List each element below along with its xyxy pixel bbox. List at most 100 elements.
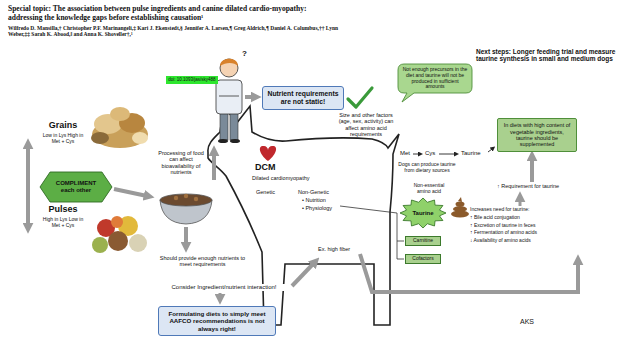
box-text: Formulating diets to simply meet AAFCO r…: [163, 310, 271, 331]
note-text: ↑ Requirement for taurine: [497, 183, 559, 189]
pathway-arrow: [439, 154, 455, 155]
note-text: Non-essential amino acid: [410, 183, 448, 195]
flow-arrow: [360, 254, 578, 292]
box-text: COMPLIMENT each other: [51, 180, 101, 194]
feces-icon: [458, 197, 462, 202]
amino-acid-name: Taurine: [461, 150, 481, 157]
star-burst: Taurine: [400, 198, 446, 228]
key-message-box: Formulating diets to simply meet AAFCO r…: [158, 306, 276, 336]
pathway-arrow: [488, 149, 492, 152]
box-text: Nutrient requirements are not static!: [267, 90, 339, 106]
disease-name: DCM: [255, 162, 276, 172]
title-text: Special topic: The association between p…: [8, 5, 340, 22]
pulse-pile: [92, 216, 147, 253]
flow-arrow: [212, 153, 216, 180]
note-text: Should provide enough nutrients to meet …: [155, 255, 250, 268]
heart-icon: [260, 146, 276, 161]
list-heading: Increases need for taurine:: [470, 207, 529, 213]
key-message-box: Nutrient requirements are not static!: [262, 86, 344, 110]
next-steps-note: Next steps: Longer feeding trial and mea…: [476, 48, 624, 63]
flow-arrow: [28, 97, 578, 297]
flow-arrow: [114, 189, 147, 196]
bracket-line: [397, 213, 398, 259]
list-item: ↓ Availability of amino acids: [470, 238, 531, 244]
flow-arrow: [219, 293, 222, 297]
grain-pile: [110, 107, 130, 121]
person-figure: [216, 59, 242, 143]
food-bowl: [174, 196, 178, 200]
flow-arrow: [184, 227, 188, 245]
speech-callout-outline: [398, 64, 472, 102]
factor-name: Genetic: [256, 189, 275, 195]
person-figure: [220, 59, 238, 77]
grain-pile: [91, 132, 109, 144]
list-item: ↑ Bile acid conjugation: [470, 215, 520, 221]
grain-pile: [91, 107, 148, 148]
note-text: Ex. high fiber: [318, 246, 350, 252]
flow-arrow: [519, 199, 522, 206]
pulse-pile: [92, 237, 108, 253]
group-heading: Grains: [38, 120, 88, 130]
bracket-line: [397, 241, 404, 242]
doi-tag: doi: 10.1093/jas/sky488: [166, 76, 218, 84]
factor-name: Non-Genetic: [298, 189, 329, 195]
food-bowl: [160, 194, 212, 224]
question-mark: ?: [242, 49, 247, 58]
note-text: Processing of food can affect bioavailab…: [156, 150, 206, 175]
food-bowl: [194, 197, 198, 201]
flow-arrow: [26, 146, 30, 226]
box-text: Not enough precursors in the diet and ta…: [402, 67, 468, 90]
nutrient-note: High in Lys Low in Met + Cys: [38, 217, 88, 229]
bracket-line: [340, 206, 397, 213]
person-figure: [230, 139, 240, 143]
note-text: Dogs can produce taurine from dietary so…: [398, 162, 456, 174]
feces-icon: [453, 206, 467, 212]
amino-acid-name: Cys: [425, 150, 435, 157]
pulse-pile: [108, 231, 128, 251]
person-figure: [216, 80, 242, 114]
star-burst-outline: [400, 198, 446, 228]
author-list: Wilfredo D. Mansilla,† Christopher P.F. …: [8, 25, 340, 38]
group-heading: Pulses: [38, 204, 88, 214]
factor-item: • Physiology: [302, 205, 332, 211]
person-figure: [230, 112, 238, 140]
box-text: Taurine: [408, 210, 438, 217]
list-item: ↑ Fermentation of amino acids: [470, 230, 537, 236]
flow-arrow: [530, 158, 534, 182]
box-text: In diets with high content of vegetable …: [501, 122, 573, 147]
recommendation-box: In diets with high content of vegetable …: [497, 118, 577, 152]
note-text: Consider Ingredient/nutrient interaction…: [158, 284, 290, 291]
flow-arrow: [245, 95, 254, 99]
person-figure: [219, 96, 239, 97]
person-figure: [220, 112, 228, 140]
bracket-line: [397, 259, 404, 260]
factor-box: Carnitine: [405, 236, 441, 246]
factor-box: Cofactors: [405, 254, 441, 264]
speech-callout: Not enough precursors in the diet and ta…: [398, 64, 472, 93]
person-figure: [218, 139, 228, 143]
person-figure: [220, 59, 238, 66]
feces-icon: [451, 197, 469, 218]
hexagon-box: COMPLIMENT each other: [40, 172, 112, 202]
pulse-pile: [111, 216, 123, 228]
amino-acid-name: Met: [400, 150, 410, 157]
grain-pile: [132, 132, 148, 144]
nutrient-note: Low in Lys High in Met + Cys: [38, 133, 88, 145]
factor-item: • Nutrition: [302, 197, 326, 203]
food-bowl: [160, 194, 212, 206]
signature: AKS: [520, 318, 534, 326]
pulse-pile: [129, 234, 147, 252]
box-text: doi: 10.1093/jas/sky488: [168, 77, 216, 82]
box-text: Carnitine: [408, 238, 438, 244]
food-bowl: [184, 194, 188, 198]
hexagon-box-outline: [40, 172, 112, 202]
flow-arrow: [292, 263, 314, 286]
pathway-arrow: [413, 154, 419, 155]
disease-name: Dilated cardiomyopathy: [252, 175, 309, 181]
feces-icon: [456, 201, 465, 206]
note-text: Size and other factors (age, sex, activi…: [336, 112, 396, 137]
box-text: Cofactors: [408, 256, 438, 262]
check-mark: [348, 88, 372, 107]
list-item: ↑ Excretion of taurine in feces: [470, 223, 536, 229]
